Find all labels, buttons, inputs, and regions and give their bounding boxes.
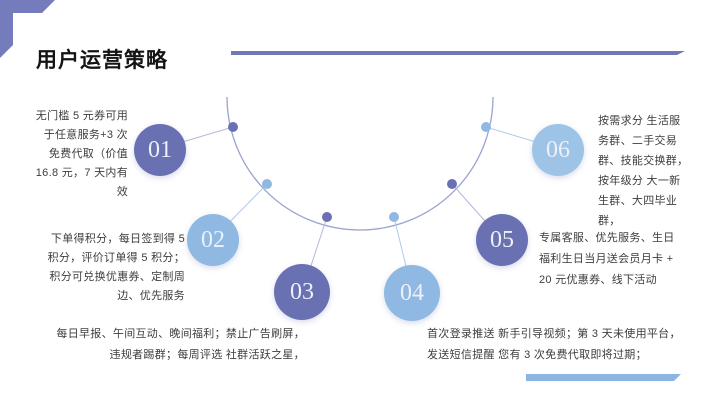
arc-dot-04	[389, 212, 399, 222]
title-underline	[231, 51, 685, 55]
step-text-05: 专属客服、优先服务、生日 福利生日当月送会员月卡 + 20 元优惠券、线下活动	[539, 232, 675, 286]
step-circle-03: 03	[274, 264, 330, 320]
arc-dot-06	[481, 122, 491, 132]
step-number-06: 06	[546, 137, 570, 163]
step-number-03: 03	[290, 279, 314, 305]
step-text-02: 下单得积分，每日签到得 5 积分，评价订单得 5 积分； 积分可兑换优惠券、定制…	[47, 233, 185, 302]
step-text-01: 无门槛 5 元券可用 于任意服务+3 次 免费代取（价值 16.8 元，7 天内…	[35, 110, 128, 198]
step-circle-06: 06	[532, 124, 584, 176]
step-number-02: 02	[201, 227, 225, 253]
step-text-03: 每日早报、午间互动、晚间福利；禁止广告刷屏， 违规者踢群；每周评选 社群活跃之星…	[56, 328, 305, 361]
arc-dot-02	[262, 179, 272, 189]
step-number-05: 05	[490, 227, 514, 253]
step-number-04: 04	[400, 280, 424, 306]
arc-line	[226, 96, 494, 231]
page-title: 用户运营策略	[36, 49, 168, 73]
step-text-06: 按需求分 生活服 务群、二手交易 群、技能交换群， 按年级分 大一新 生群、大四…	[598, 115, 689, 227]
step-circle-02: 02	[187, 214, 239, 266]
step-circle-05: 05	[476, 214, 528, 266]
arc-dot-03	[322, 212, 332, 222]
step-circle-04: 04	[384, 265, 440, 321]
footer-accent-bar	[526, 374, 681, 381]
arc-dot-05	[447, 179, 457, 189]
step-number-01: 01	[148, 137, 172, 163]
arc-dot-01	[228, 122, 238, 132]
step-text-04: 首次登录推送 新手引导视频；第 3 天未使用平台， 发送短信提醒 您有 3 次免…	[427, 328, 681, 361]
step-circle-01: 01	[134, 124, 186, 176]
